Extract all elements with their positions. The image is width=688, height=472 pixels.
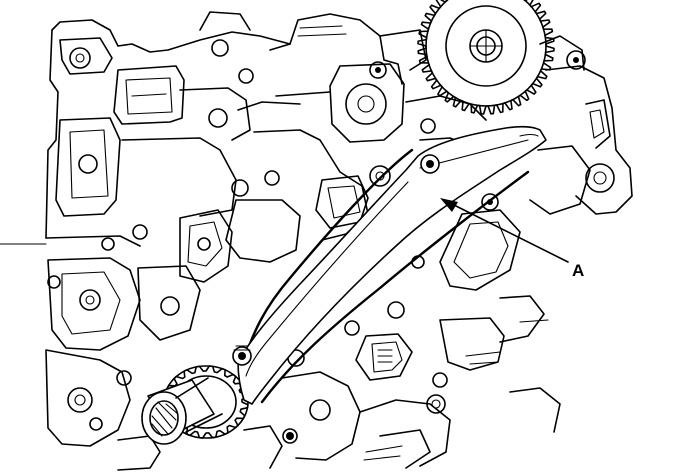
callout-a-label: A <box>572 261 584 280</box>
timing-chain <box>240 148 530 404</box>
crank-sprocket-assembly <box>141 365 249 445</box>
right-housing <box>344 35 633 388</box>
chain-guide-a <box>232 125 547 405</box>
callout-a-leader <box>440 198 569 263</box>
engine-block-outline <box>0 11 291 471</box>
lower-housing <box>243 319 561 469</box>
cam-sprocket <box>417 0 555 115</box>
